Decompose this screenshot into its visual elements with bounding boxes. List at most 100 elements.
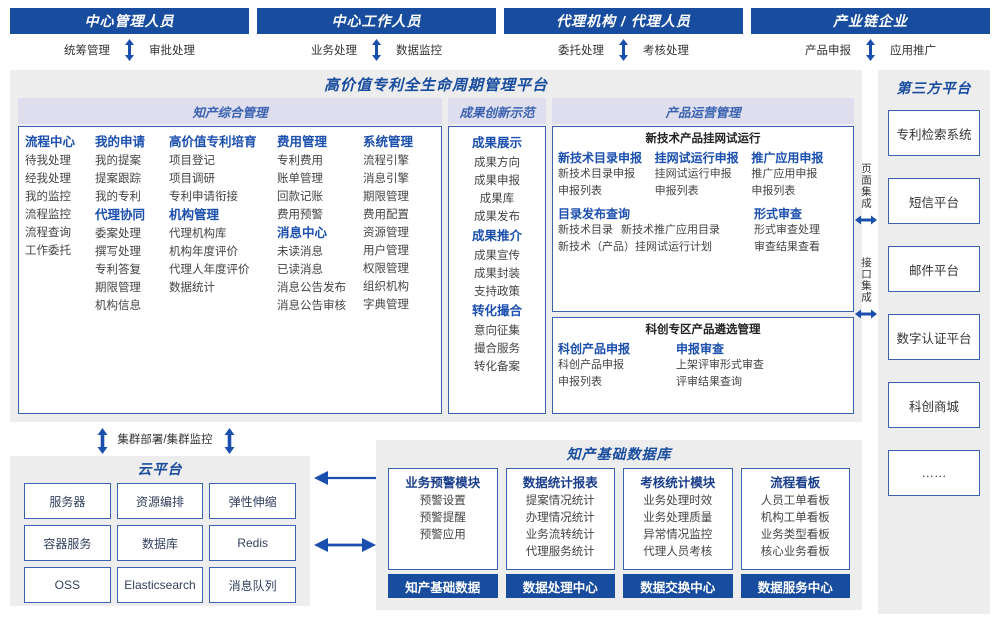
group-item[interactable]: 我的提案 xyxy=(95,155,141,167)
group-item[interactable]: 形式审查处理 xyxy=(754,224,820,236)
group-item[interactable]: 权限管理 xyxy=(363,263,409,275)
group-item[interactable]: 消息引擎 xyxy=(363,173,409,185)
cloud-cell-3[interactable]: 容器服务 xyxy=(24,525,111,561)
group-item[interactable]: 成果方向 xyxy=(474,157,520,169)
group-item[interactable]: 工作委托 xyxy=(25,245,71,257)
group-item[interactable]: 专利答复 xyxy=(95,264,141,276)
actor-box-0[interactable]: 中心管理人员 xyxy=(10,8,249,34)
group-item[interactable]: 科创产品申报 xyxy=(558,359,624,371)
group-item[interactable]: 费用预警 xyxy=(277,209,323,221)
group-item[interactable]: 我的专利 xyxy=(95,191,141,203)
group-item[interactable]: 经我处理 xyxy=(25,173,71,185)
group-item[interactable]: 回款记账 xyxy=(277,191,323,203)
actor-box-1[interactable]: 中心工作人员 xyxy=(257,8,496,34)
group-item[interactable]: 成果宣传 xyxy=(474,250,520,262)
group-item[interactable]: 组织机构 xyxy=(363,281,409,293)
db-item[interactable]: 预警提醒 xyxy=(419,512,466,524)
cloud-cell-4[interactable]: 数据库 xyxy=(116,525,204,561)
group-item[interactable]: 期限管理 xyxy=(95,282,141,294)
db-item[interactable]: 机构工单看板 xyxy=(760,512,830,524)
third-party-item-2[interactable]: 邮件平台 xyxy=(888,246,980,292)
db-item[interactable]: 预警应用 xyxy=(419,529,466,541)
group-item[interactable]: 消息公告发布 xyxy=(277,282,346,294)
cloud-cell-5[interactable]: Redis xyxy=(209,525,296,561)
db-item[interactable]: 办理情况统计 xyxy=(525,512,595,524)
db-item[interactable]: 核心业务看板 xyxy=(760,546,830,558)
db-item[interactable]: 业务处理时效 xyxy=(643,495,713,507)
db-item[interactable]: 提案情况统计 xyxy=(525,495,595,507)
group-item[interactable]: 已读消息 xyxy=(277,264,323,276)
group-item[interactable]: 费用配置 xyxy=(363,209,409,221)
group-item[interactable]: 申报列表 xyxy=(654,185,699,197)
group-item[interactable]: 机构年度评价 xyxy=(169,246,238,258)
group-item[interactable]: 流程引擎 xyxy=(363,155,409,167)
group-item[interactable]: 审查结果查看 xyxy=(754,241,820,253)
group-item[interactable]: 期限管理 xyxy=(363,191,409,203)
db-item[interactable]: 业务流转统计 xyxy=(525,529,595,541)
group-item[interactable]: 待我处理 xyxy=(25,155,71,167)
db-item[interactable]: 业务类型看板 xyxy=(760,529,830,541)
group-item[interactable]: 数据统计 xyxy=(169,282,215,294)
third-party-item-0[interactable]: 专利检索系统 xyxy=(888,110,980,156)
cloud-cell-1[interactable]: 资源编排 xyxy=(116,483,204,519)
third-party-item-4[interactable]: 科创商城 xyxy=(888,382,980,428)
cloud-cell-8[interactable]: 消息队列 xyxy=(209,567,296,603)
group-item[interactable]: 评审结果查询 xyxy=(676,376,742,388)
group-item[interactable]: 账单管理 xyxy=(277,173,323,185)
group-item[interactable]: 撮合服务 xyxy=(474,343,520,355)
group-item[interactable]: 转化备案 xyxy=(474,361,520,373)
db-item[interactable]: 业务处理质量 xyxy=(643,512,713,524)
group-item[interactable]: 代理人年度评价 xyxy=(169,264,250,276)
group-item[interactable]: 申报列表 xyxy=(558,185,602,197)
group-item[interactable]: 挂网试运行申报 xyxy=(654,168,732,180)
group-item[interactable]: 流程查询 xyxy=(25,227,71,239)
third-party-item-5[interactable]: …… xyxy=(888,450,980,496)
group-item[interactable]: 消息公告审核 xyxy=(277,300,346,312)
group-item[interactable]: 成果封装 xyxy=(474,268,520,280)
group-item[interactable]: 新技术目录 xyxy=(558,224,613,236)
third-party-item-1[interactable]: 短信平台 xyxy=(888,178,980,224)
db-item[interactable]: 预警设置 xyxy=(419,495,466,507)
group-item[interactable]: 未读消息 xyxy=(277,246,323,258)
db-footer-bar[interactable]: 数据处理中心 xyxy=(505,574,615,598)
db-footer-bar[interactable]: 数据服务中心 xyxy=(740,574,850,598)
group-item[interactable]: 成果库 xyxy=(479,193,515,205)
group-item[interactable]: 资源管理 xyxy=(363,227,409,239)
group-item[interactable]: 成果发布 xyxy=(474,211,520,223)
db-item[interactable]: 代理服务统计 xyxy=(525,546,595,558)
group-item[interactable]: 成果申报 xyxy=(474,175,520,187)
group-item[interactable]: 申报列表 xyxy=(751,185,796,197)
cloud-cell-0[interactable]: 服务器 xyxy=(24,483,111,519)
group-item[interactable]: 流程监控 xyxy=(25,209,71,221)
cloud-cell-6[interactable]: OSS xyxy=(24,567,111,603)
group-item[interactable]: 提案跟踪 xyxy=(95,173,141,185)
group-item[interactable]: 上架评审形式审查 xyxy=(676,359,764,371)
group-item[interactable]: 项目调研 xyxy=(169,173,215,185)
cloud-cell-7[interactable]: Elasticsearch xyxy=(116,567,204,603)
db-item[interactable]: 异常情况监控 xyxy=(643,529,713,541)
db-item[interactable]: 人员工单看板 xyxy=(760,495,830,507)
group-item[interactable]: 项目登记 xyxy=(169,155,215,167)
group-item[interactable]: 委案处理 xyxy=(95,228,141,240)
cloud-cell-2[interactable]: 弹性伸缩 xyxy=(209,483,296,519)
group-item[interactable]: 字典管理 xyxy=(363,299,409,311)
group-item[interactable]: 新技术推广应用目录 xyxy=(621,224,720,236)
db-item[interactable]: 代理人员考核 xyxy=(643,546,713,558)
group-item[interactable]: 代理机构库 xyxy=(169,228,227,240)
db-footer-bar[interactable]: 数据交换中心 xyxy=(623,574,733,598)
group-item[interactable]: 专利申请衔接 xyxy=(169,191,238,203)
group-item[interactable]: 意向征集 xyxy=(474,325,520,337)
actor-box-3[interactable]: 产业链企业 xyxy=(751,8,990,34)
group-item[interactable]: 支持政策 xyxy=(474,286,520,298)
group-item[interactable]: 推广应用申报 xyxy=(751,168,818,180)
group-item[interactable]: 用户管理 xyxy=(363,245,409,257)
group-item[interactable]: 撰写处理 xyxy=(95,246,141,258)
group-item[interactable]: 新技术（产品）挂网试运行计划 xyxy=(558,241,712,253)
third-party-item-3[interactable]: 数字认证平台 xyxy=(888,314,980,360)
group-item[interactable]: 申报列表 xyxy=(558,376,602,388)
db-footer-bar[interactable]: 知产基础数据 xyxy=(388,574,498,598)
group-item[interactable]: 机构信息 xyxy=(95,300,141,312)
group-item[interactable]: 我的监控 xyxy=(25,191,71,203)
actor-box-2[interactable]: 代理机构 / 代理人员 xyxy=(504,8,743,34)
group-item[interactable]: 新技术目录申报 xyxy=(558,168,635,180)
